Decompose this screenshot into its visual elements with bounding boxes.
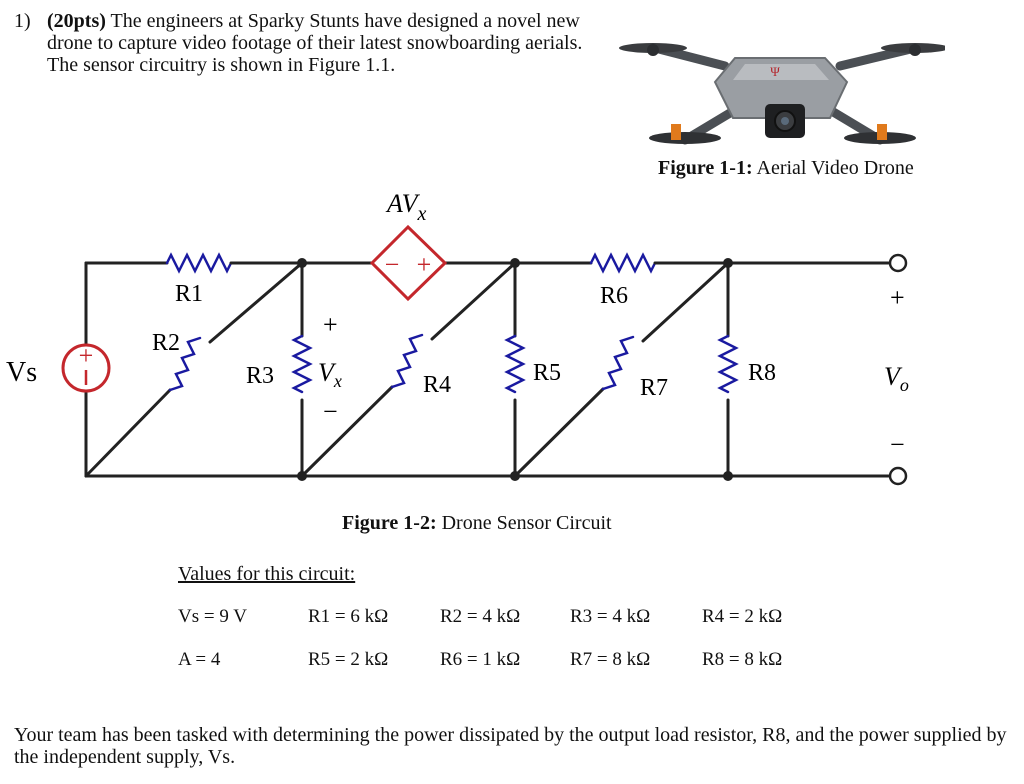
r1-label: R1	[175, 281, 203, 307]
svg-text:+: +	[79, 341, 94, 370]
vo-plus: +	[890, 283, 905, 312]
r5-label: R5	[533, 360, 561, 386]
drone-image: Ψ	[619, 43, 945, 145]
value-item: R1 = 6 kΩ	[308, 606, 389, 627]
r2-label: R2	[152, 330, 180, 356]
vx-minus: −	[323, 397, 338, 426]
value-item: R5 = 2 kΩ	[308, 649, 389, 670]
vo-minus: −	[890, 430, 905, 459]
node-dot	[510, 258, 520, 268]
vo-label: Vo	[884, 362, 909, 395]
r8-label: R8	[748, 360, 776, 386]
vx-label: Vx	[318, 358, 342, 391]
output-terminal-minus	[888, 466, 908, 486]
problem-body: (20pts) The engineers at Sparky Stunts h…	[47, 10, 617, 76]
r7-label: R7	[640, 375, 668, 401]
figure2-caption: Figure 1-2: Drone Sensor Circuit	[342, 512, 612, 534]
dependent-source: − +	[369, 224, 448, 302]
figure1-caption: Figure 1-1: Aerial Video Drone	[658, 157, 914, 179]
value-item: R3 = 4 kΩ	[570, 606, 651, 627]
dep-source-label: AVx	[385, 189, 426, 225]
value-item: A = 4	[178, 649, 221, 670]
value-item: R6 = 1 kΩ	[440, 649, 521, 670]
r6-label: R6	[600, 283, 628, 309]
value-item: R4 = 2 kΩ	[702, 606, 783, 627]
value-item: R2 = 4 kΩ	[440, 606, 521, 627]
node-dot	[723, 258, 733, 268]
value-item: Vs = 9 V	[178, 606, 247, 627]
node-dot	[297, 258, 307, 268]
task-statement: Your team has been tasked with determini…	[14, 724, 1007, 768]
vx-plus: +	[323, 310, 338, 339]
node-dot	[510, 471, 520, 481]
value-item: R7 = 8 kΩ	[570, 649, 651, 670]
r3-label: R3	[246, 363, 274, 389]
node-dot	[297, 471, 307, 481]
values-title: Values for this circuit:	[178, 563, 356, 585]
svg-text:Ψ: Ψ	[770, 64, 780, 79]
r4-label: R4	[423, 372, 451, 398]
problem-points: (20pts)	[47, 10, 106, 32]
output-terminal-plus	[888, 253, 908, 273]
source-label: Vs	[6, 357, 37, 388]
node-dot	[723, 471, 733, 481]
voltage-source-vs: +	[61, 341, 111, 393]
svg-text:+: +	[417, 250, 432, 279]
circuit-diagram: + − + AVx Vs R1 R2 R3 R4 R5 R6 R7 R8 + V…	[6, 189, 909, 486]
value-item: R8 = 8 kΩ	[702, 649, 783, 670]
problem-number: 1)	[14, 10, 31, 32]
svg-text:−: −	[385, 250, 400, 279]
problem-text: The engineers at Sparky Stunts have desi…	[47, 10, 583, 76]
